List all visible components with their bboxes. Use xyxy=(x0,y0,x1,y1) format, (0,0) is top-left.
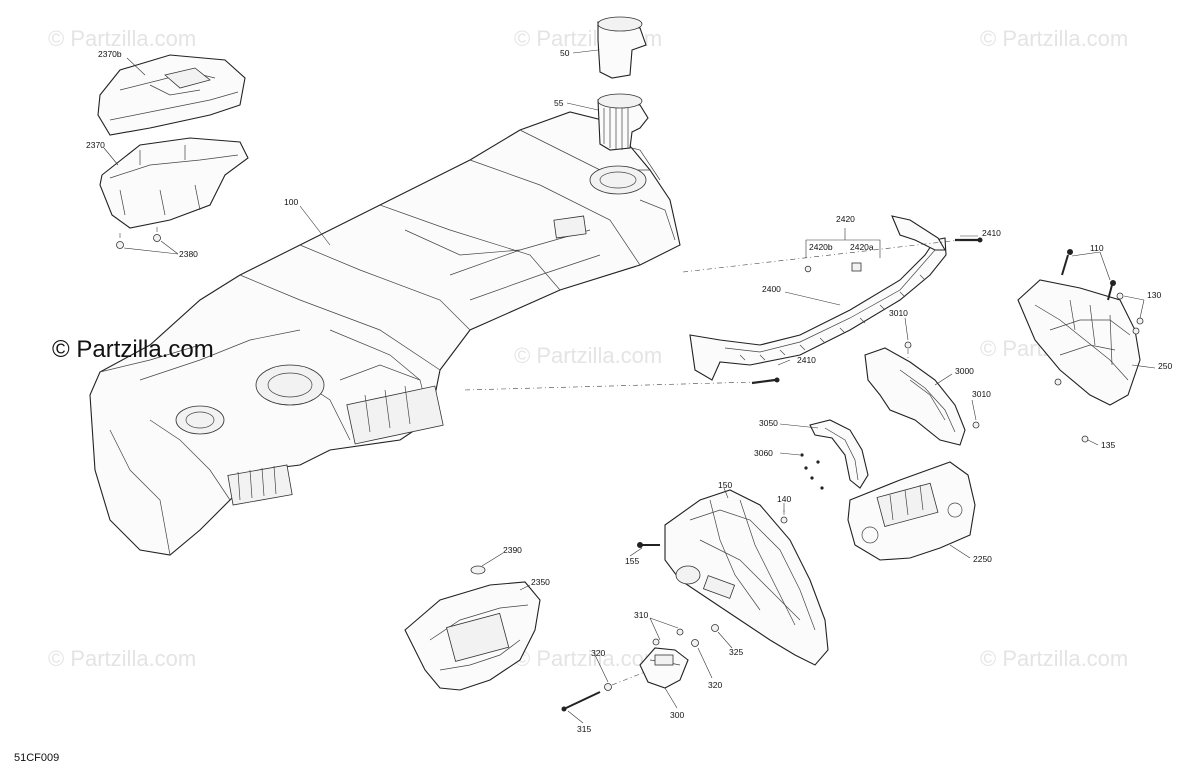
callout-315: 315 xyxy=(577,724,592,734)
callout-2250: 2250 xyxy=(973,554,992,564)
callout-2390: 2390 xyxy=(503,545,522,555)
callout-3000: 3000 xyxy=(955,366,974,376)
bracket-part-250 xyxy=(1017,279,1141,406)
storage-bin-part-2370 xyxy=(99,137,249,229)
rivet-part-3060 xyxy=(800,453,824,490)
watermark: © Partzilla.com xyxy=(514,343,663,368)
cap-part-2390 xyxy=(470,565,486,575)
callout-100: 100 xyxy=(284,197,299,207)
callout-325: 325 xyxy=(729,647,744,657)
switch-part-300 xyxy=(639,647,689,689)
watermark: © Partzilla.com xyxy=(48,26,197,51)
storage-lid-part-2370b xyxy=(97,54,246,136)
callout-2420a: 2420a xyxy=(850,242,874,252)
diagram-code: 51CF009 xyxy=(14,752,60,764)
callout-135: 135 xyxy=(1101,440,1116,450)
screw-part-155 xyxy=(637,542,660,548)
callout-150: 150 xyxy=(718,480,733,490)
callout-300: 300 xyxy=(670,710,685,720)
nut-part-135 xyxy=(1054,378,1089,443)
callout-3060: 3060 xyxy=(754,448,773,458)
callout-2410: 2410 xyxy=(982,228,1001,238)
callout-155: 155 xyxy=(625,556,640,566)
bracket-part-3050 xyxy=(809,419,869,489)
callout-3010: 3010 xyxy=(889,308,908,318)
panel-part-2250 xyxy=(847,461,976,561)
callout-110: 110 xyxy=(1090,243,1104,253)
bolt-part-315 xyxy=(561,671,646,712)
nut-part-310 xyxy=(652,628,684,646)
callout-3010: 3010 xyxy=(972,389,991,399)
cup-insert-part-55 xyxy=(597,93,649,151)
dashboard-part-100 xyxy=(89,111,681,556)
watermark-main: © Partzilla.com xyxy=(52,336,214,363)
callout-2380: 2380 xyxy=(179,249,198,259)
rail-part-2400 xyxy=(689,215,947,381)
nut-part-130 xyxy=(1116,292,1144,335)
washer-part-320 xyxy=(604,639,699,691)
callout-2350: 2350 xyxy=(531,577,550,587)
callout-310: 310 xyxy=(634,610,649,620)
watermark: © Partzilla.com xyxy=(980,646,1129,671)
callout-3050: 3050 xyxy=(759,418,778,428)
watermark: © Partzilla.com xyxy=(514,646,663,671)
trim-part-3000 xyxy=(864,347,966,446)
console-part-150 xyxy=(664,489,829,666)
callout-50: 50 xyxy=(560,48,570,58)
watermark: © Partzilla.com xyxy=(980,26,1129,51)
callout-320: 320 xyxy=(591,648,606,658)
leader-lines xyxy=(103,49,1156,724)
callout-2400: 2400 xyxy=(762,284,781,294)
callout-320: 320 xyxy=(708,680,723,690)
nut-part-2420 xyxy=(804,262,862,273)
callout-2420: 2420 xyxy=(836,214,855,224)
callout-140: 140 xyxy=(777,494,792,504)
screw-part-110 xyxy=(1061,249,1116,301)
watermark: © Partzilla.com xyxy=(48,646,197,671)
callout-2370: 2370 xyxy=(86,140,105,150)
callout-2370b: 2370b xyxy=(98,49,122,59)
callout-2420b: 2420b xyxy=(809,242,833,252)
cup-holder-part-50 xyxy=(597,16,647,79)
bezel-part-2350 xyxy=(404,581,541,691)
callout-2410: 2410 xyxy=(797,355,816,365)
callout-55: 55 xyxy=(554,98,564,108)
screw-part-3010 xyxy=(904,341,980,429)
screw-part-2380 xyxy=(116,226,161,249)
callout-250: 250 xyxy=(1158,361,1173,371)
callout-130: 130 xyxy=(1147,290,1162,300)
nut-part-325 xyxy=(711,624,719,632)
